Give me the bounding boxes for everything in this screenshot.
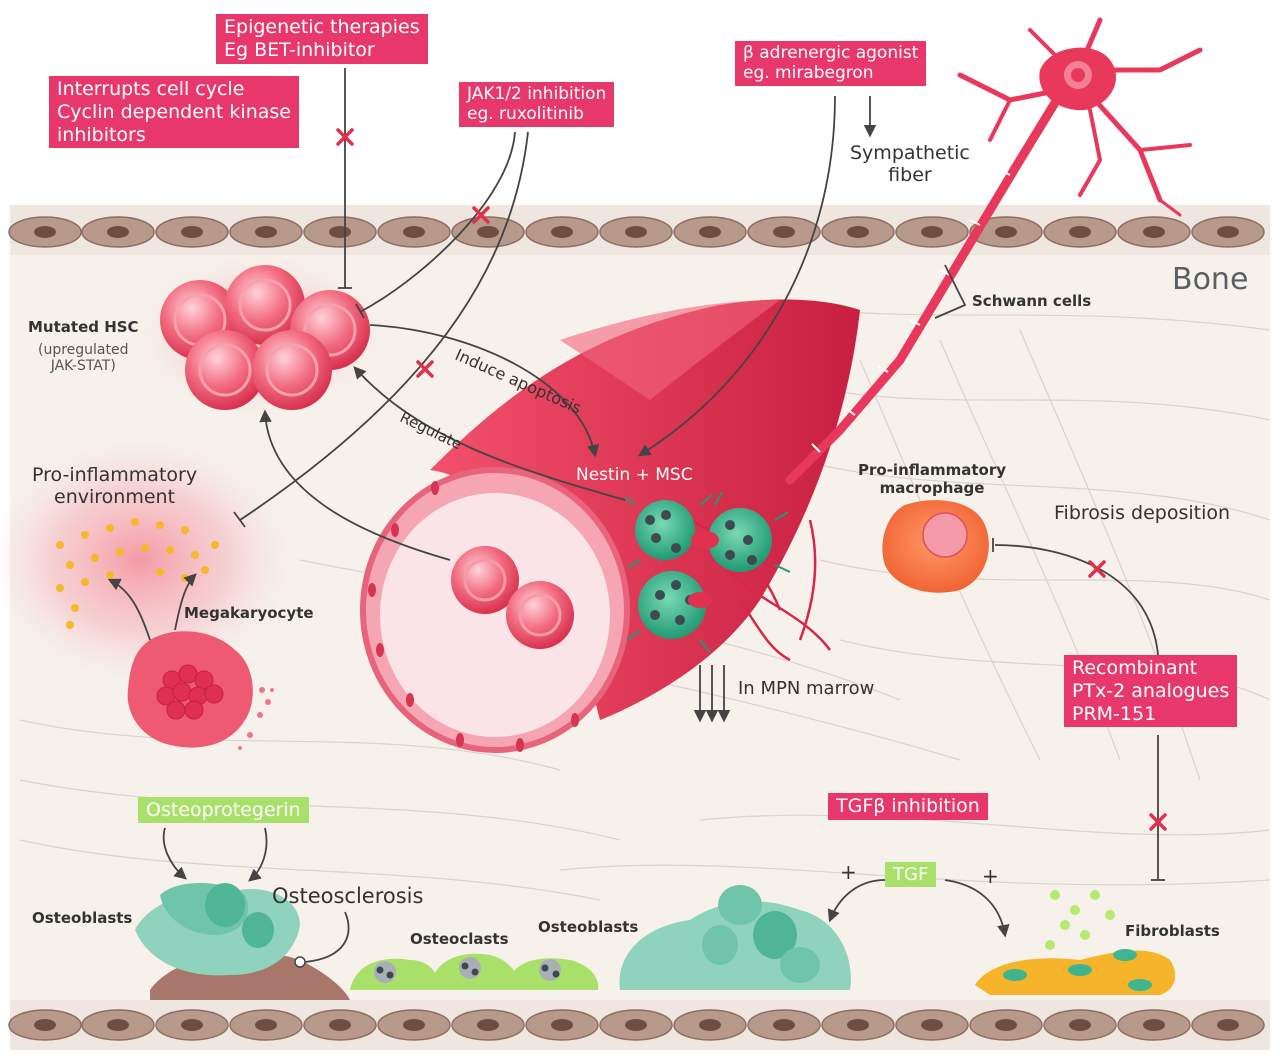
hsc-cluster bbox=[135, 255, 385, 415]
nestin-msc-cells bbox=[624, 491, 791, 653]
upregulated-line-1: (upregulated bbox=[38, 342, 129, 358]
schwann-cells-label: Schwann cells bbox=[972, 292, 1092, 310]
recombinant-line-2: PTx-2 analogues bbox=[1072, 679, 1230, 702]
tgfb-inhibition-box: TGFβ inhibition bbox=[828, 793, 988, 820]
tgf-plus-left-label: + bbox=[840, 860, 857, 884]
cell-cycle-box: Interrupts cell cycle Cyclin dependent k… bbox=[49, 76, 299, 149]
macrophage-line-1: Pro-inflammatory bbox=[858, 461, 1007, 479]
cell-cycle-line-3: inhibitors bbox=[57, 123, 146, 146]
neuron-body bbox=[1039, 47, 1116, 111]
pro-inflammatory-macrophage-label: Pro-inflammatory macrophage bbox=[858, 461, 1006, 497]
sympathetic-line-1: Sympathetic bbox=[850, 142, 970, 164]
bone-lining-bottom bbox=[8, 1000, 1270, 1050]
tgf-plus-right-label: + bbox=[982, 864, 999, 888]
cytokine-dots bbox=[56, 518, 219, 629]
osteoblasts-left-label: Osteoblasts bbox=[32, 909, 133, 927]
fibroblasts-cells bbox=[975, 949, 1176, 995]
bone-lining-top bbox=[8, 205, 1270, 255]
inhibition-x-marks bbox=[336, 128, 1167, 831]
pathway-lines bbox=[107, 68, 1165, 963]
jak-line-2: eg. ruxolitinib bbox=[467, 104, 584, 125]
tgf-box: TGF bbox=[885, 862, 937, 887]
osteoclasts-cells bbox=[350, 953, 599, 990]
recombinant-box: Recombinant PTx-2 analogues PRM-151 bbox=[1064, 655, 1238, 728]
epigenetic-line-2: Eg BET-inhibitor bbox=[224, 38, 375, 61]
osteoblasts-right-label: Osteoblasts bbox=[538, 918, 639, 936]
bone-label: Bone bbox=[1172, 262, 1249, 297]
osteoclasts-label: Osteoclasts bbox=[410, 930, 509, 948]
jak-inhibition-box: JAK1/2 inhibition eg. ruxolitinib bbox=[459, 82, 615, 127]
upregulated-line-2: JAK-STAT) bbox=[50, 358, 116, 374]
sympathetic-fiber-label: Sympathetic fiber bbox=[850, 142, 970, 186]
macrophage-line-2: macrophage bbox=[879, 479, 985, 497]
beta-line-2: eg. mirabegron bbox=[743, 63, 874, 84]
mutated-hsc-label: Mutated HSC bbox=[28, 318, 139, 336]
osteosclerosis-label: Osteosclerosis bbox=[272, 884, 424, 908]
nestin-msc-label: Nestin + MSC bbox=[576, 465, 693, 485]
epigenetic-line-1: Epigenetic therapies bbox=[224, 16, 420, 38]
beta-agonist-box: β adrenergic agonist eg. mirabegron bbox=[735, 41, 927, 86]
cell-cycle-line-1: Interrupts cell cycle bbox=[57, 78, 245, 100]
fibroblasts-label: Fibroblasts bbox=[1125, 922, 1220, 940]
in-mpn-marrow-label: In MPN marrow bbox=[738, 678, 875, 699]
fibrosis-particles bbox=[1045, 890, 1115, 950]
vessel-cross-section bbox=[360, 467, 630, 753]
cell-cycle-line-2: Cyclin dependent kinase bbox=[57, 100, 291, 123]
megakaryocyte-label: Megakaryocyte bbox=[184, 604, 314, 622]
osteoprotegerin-box: Osteoprotegerin bbox=[138, 797, 309, 823]
sympathetic-line-2: fiber bbox=[888, 164, 932, 186]
megakaryocyte-cell bbox=[127, 631, 274, 750]
fibrosis-deposition-label: Fibrosis deposition bbox=[1054, 502, 1231, 524]
beta-line-1: β adrenergic agonist bbox=[743, 43, 919, 63]
recombinant-line-3: PRM-151 bbox=[1072, 702, 1157, 725]
jak-line-1: JAK1/2 inhibition bbox=[467, 84, 607, 104]
epigenetic-therapy-box: Epigenetic therapies Eg BET-inhibitor bbox=[216, 14, 428, 64]
schwann-segments bbox=[811, 169, 1011, 453]
osteoblasts-right-cells bbox=[619, 885, 851, 990]
environment-line-1: Pro-inflammatory bbox=[32, 464, 198, 486]
inflammatory-glow bbox=[0, 440, 290, 680]
osteoblasts-left-cells bbox=[135, 882, 350, 1000]
upregulated-label: (upregulated JAK-STAT) bbox=[38, 342, 129, 374]
pro-inflammatory-environment-label: Pro-inflammatory environment bbox=[32, 464, 197, 508]
environment-line-2: environment bbox=[54, 486, 176, 508]
recombinant-line-1: Recombinant bbox=[1072, 657, 1198, 679]
macrophage-cell bbox=[882, 500, 989, 593]
